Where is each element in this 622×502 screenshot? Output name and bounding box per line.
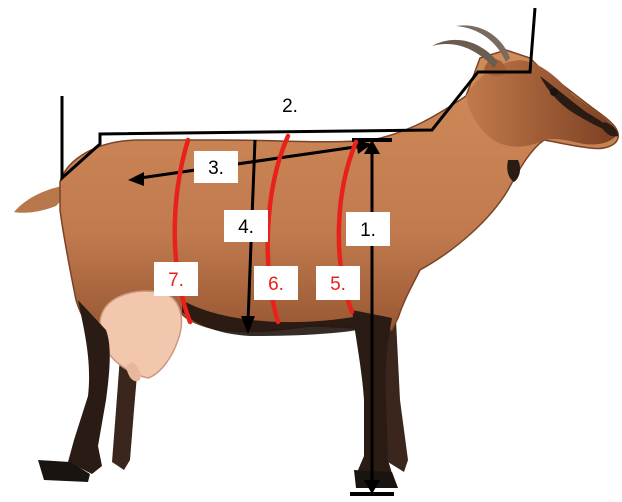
tail (14, 186, 66, 213)
label-2: 2. (282, 96, 298, 117)
udder (100, 291, 181, 378)
label-3: 3. (208, 158, 224, 179)
label-6: 6. (268, 274, 284, 295)
goat-illustration (14, 25, 618, 488)
label-4: 4. (238, 217, 254, 238)
label-5: 5. (330, 274, 346, 295)
label-7: 7. (168, 270, 184, 291)
label-1: 1. (360, 220, 376, 241)
eye (550, 88, 558, 96)
